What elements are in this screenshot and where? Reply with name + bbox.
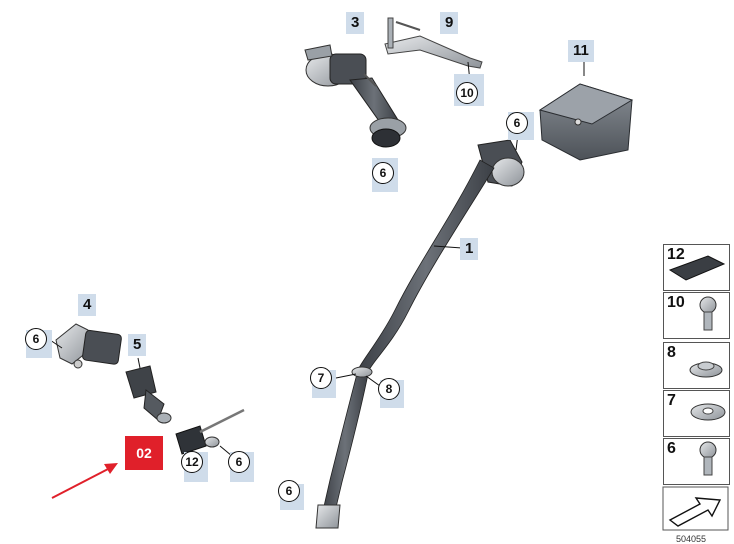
callout-badge: 02 <box>125 436 163 470</box>
label-part-11: 11 <box>568 40 594 62</box>
bracket-part-9 <box>384 17 483 83</box>
washer-icon <box>690 403 726 421</box>
buckle-assembly <box>175 408 245 459</box>
bolt-icon <box>699 296 717 331</box>
legend-cell-7: 7 <box>663 390 730 437</box>
label-part-10: 10 <box>456 82 478 104</box>
label-part-12: 12 <box>181 451 203 473</box>
legend-number: 10 <box>667 294 685 311</box>
retractor-upper <box>304 44 407 148</box>
label-part-9: 9 <box>440 12 459 34</box>
label-part-7: 7 <box>310 367 332 389</box>
legend-number: 8 <box>667 344 676 361</box>
nut-icon <box>689 361 723 378</box>
buckle-stalk-part-5 <box>125 357 172 424</box>
belt-webbing-part-1 <box>315 159 495 529</box>
pad-icon <box>668 255 726 281</box>
legend-cell-8: 8 <box>663 342 730 389</box>
label-part-6-buckle: 6 <box>228 451 250 473</box>
label-part-6-upper-right: 6 <box>506 112 528 134</box>
label-part-4: 4 <box>78 294 97 316</box>
bolt-icon-small <box>699 441 717 476</box>
cover-box-part-11 <box>538 58 634 161</box>
legend-cell-12: 12 <box>663 244 730 291</box>
label-part-3: 3 <box>346 12 365 34</box>
legend-cell-10: 10 <box>663 292 730 339</box>
label-part-5: 5 <box>128 334 147 356</box>
diagram-code: 504055 <box>676 534 707 544</box>
direction-arrow-icon <box>662 486 729 531</box>
callout-arrow <box>51 463 118 499</box>
bracket-part-4 <box>49 323 122 369</box>
belt-hardware <box>335 366 381 387</box>
legend-number: 7 <box>667 392 676 409</box>
label-part-8: 8 <box>378 378 400 400</box>
legend-cell-6: 6 <box>663 438 730 485</box>
legend-number: 6 <box>667 440 676 457</box>
label-part-6-top: 6 <box>372 162 394 184</box>
label-part-6-left: 6 <box>25 328 47 350</box>
label-part-6-bottom: 6 <box>278 480 300 502</box>
legend-number: 12 <box>667 246 685 263</box>
label-part-1: 1 <box>460 238 479 260</box>
